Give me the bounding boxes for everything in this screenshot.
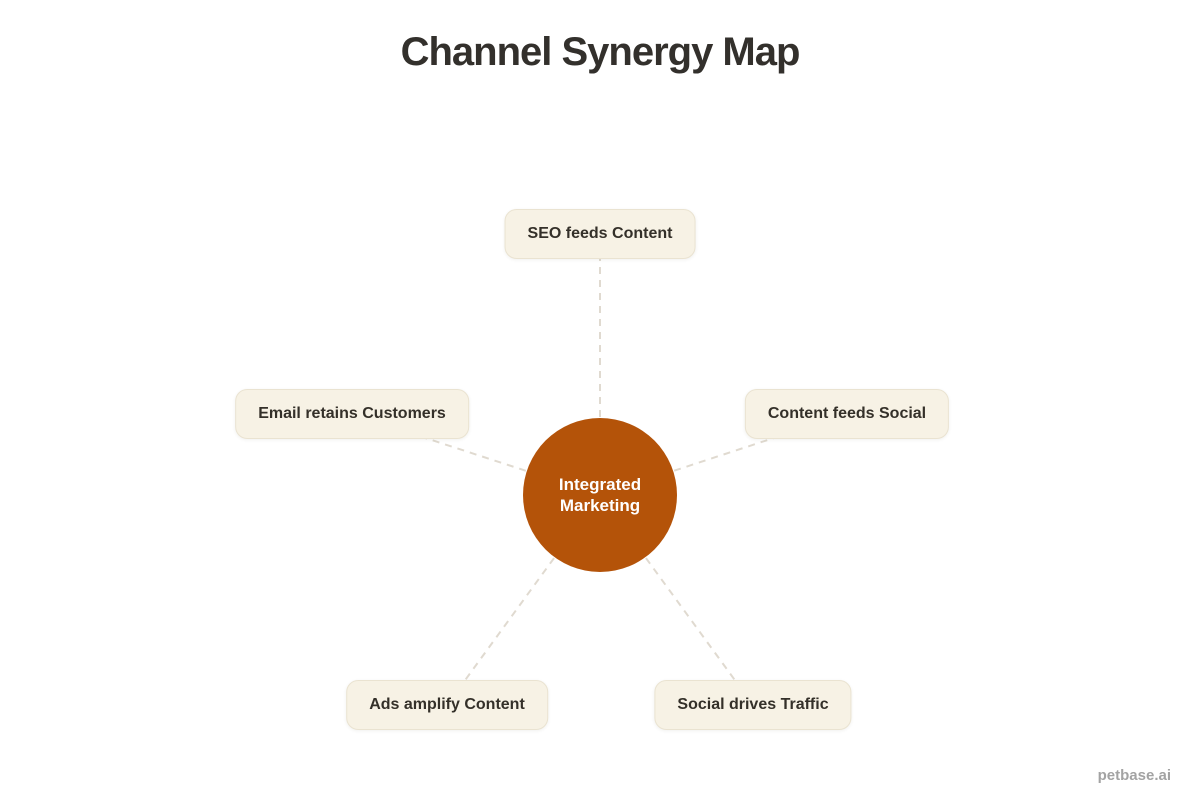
node-seo-feeds-content: SEO feeds Content — [504, 209, 696, 259]
hub-node-label: Integrated Marketing — [558, 474, 642, 515]
node-label: Ads amplify Content — [369, 696, 525, 713]
watermark: petbase.ai — [1097, 767, 1171, 784]
node-label: SEO feeds Content — [527, 225, 673, 242]
node-ads-amplify-content: Ads amplify Content — [346, 680, 548, 730]
hub-node-integrated-marketing: Integrated Marketing — [523, 418, 677, 572]
node-label: Email retains Customers — [258, 405, 446, 422]
node-email-retains-customers: Email retains Customers — [235, 389, 469, 439]
node-content-feeds-social: Content feeds Social — [744, 389, 950, 439]
node-label: Social drives Traffic — [677, 696, 829, 713]
node-label: Content feeds Social — [767, 405, 927, 422]
node-social-drives-traffic: Social drives Traffic — [654, 680, 852, 730]
page-title: Channel Synergy Map — [400, 30, 801, 74]
